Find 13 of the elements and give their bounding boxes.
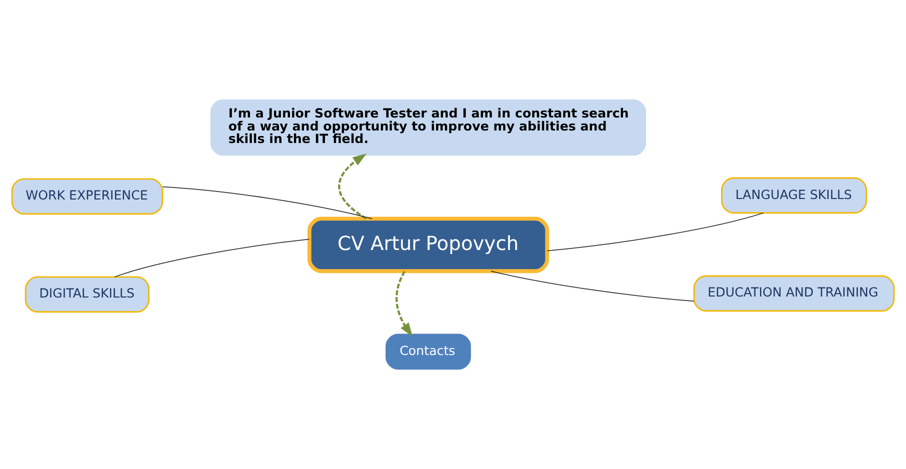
node-box: WORK EXPERIENCE: [11, 178, 164, 215]
connector: [490, 270, 694, 302]
connector: [162, 186, 372, 220]
arrow: [396, 270, 413, 337]
connector: [546, 212, 764, 252]
node-box: I’m a Junior Software Tester and I am in constant search of a way and opportunity to improve my abilities and skills in the IT field.: [210, 99, 646, 156]
node-box: LANGUAGE SKILLS: [721, 177, 868, 214]
node-box: DIGITAL SKILLS: [24, 276, 150, 313]
node-box: CV Artur Popovych: [307, 216, 550, 274]
node-box: Contacts: [386, 334, 471, 370]
arrow: [338, 153, 367, 220]
node-box: EDUCATION AND TRAINING: [693, 275, 895, 312]
connector: [114, 238, 310, 278]
